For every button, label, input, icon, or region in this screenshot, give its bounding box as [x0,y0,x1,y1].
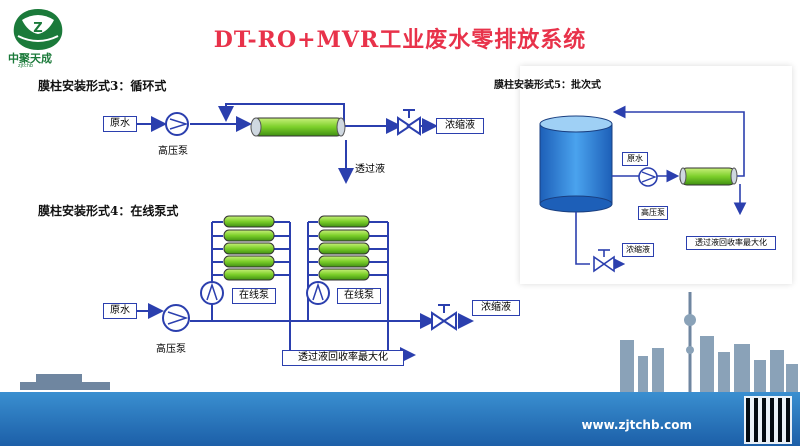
section4-pump-label: 高压泵 [156,344,186,355]
qr-code [744,396,792,444]
section3-valve-icon [397,109,421,136]
city-skyline-illustration [620,292,798,392]
inline-pump-2-label: 在线泵 [337,288,381,304]
section4-raw-water: 原水 [103,303,137,319]
ship-illustration [20,374,110,390]
logo-text: 中聚天成 [8,52,52,65]
section4-permeate: 透过液回收率最大化 [282,350,404,366]
section4-concentrate: 浓缩液 [472,300,520,316]
svg-text:Z: Z [33,21,42,36]
membrane-bank-2 [318,215,370,281]
section3-permeate: 透过液 [355,164,385,175]
section3-membrane-icon [250,117,346,137]
footer-band [0,392,800,446]
section4-valve-icon [431,304,457,331]
section5-permeate: 透过液回收率最大化 [686,236,776,250]
section3-concentrate: 浓缩液 [436,118,484,134]
section4-diagram [136,221,474,363]
storage-tank-icon [539,115,613,213]
section3-pump-label: 高压泵 [158,146,188,157]
section3-heading: 膜柱安装形式3：循环式 [38,79,167,93]
section5-concentrate: 浓缩液 [622,243,654,257]
section4-pump-icon [162,304,190,332]
inline-pump-1-label: 在线泵 [232,288,276,304]
section3-diagram [136,103,438,184]
section5-membrane-icon [679,167,738,186]
company-logo: Z [8,6,68,64]
section4-heading: 膜柱安装形式4：在线泵式 [38,204,179,218]
section5-heading: 膜柱安装形式5：批次式 [494,80,601,91]
page-title: DT-RO+MVR工业废水零排放系统 [213,27,587,53]
inline-pump-1-icon [200,281,224,305]
website-url: www.zjtchb.com [581,418,692,432]
section5-diagram [575,105,747,271]
section3-raw-water: 原水 [103,116,137,132]
section5-valve-icon [593,249,615,273]
section5-raw-water: 原水 [622,152,648,166]
membrane-bank-1 [223,215,275,281]
section5-pump-label: 高压泵 [638,206,668,220]
logo-subtext: zjtchb [18,63,34,69]
inline-pump-2-icon [306,281,330,305]
